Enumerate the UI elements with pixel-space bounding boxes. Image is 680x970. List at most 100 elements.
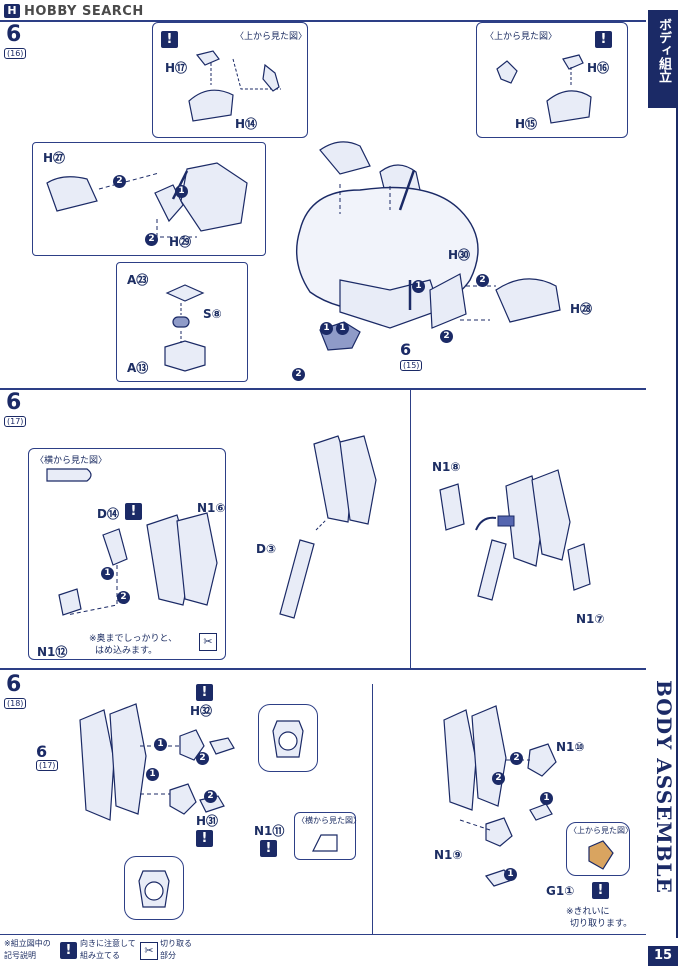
side-view-drawing <box>312 834 338 852</box>
part-label-h14: H⑭ <box>235 117 258 131</box>
fit-note-line2: はめ込みます。 <box>95 646 158 656</box>
step-marker-2: 2 <box>145 233 158 246</box>
legend-title-line1: ※組立図中の <box>4 939 51 948</box>
caution-icon: ! <box>595 31 612 48</box>
top-view-drawing <box>588 840 614 870</box>
section1-callout-right: ! 〈上から見た図〉 H⑯ H⑮ <box>476 22 628 138</box>
section1-step-number: 6 <box>6 22 22 47</box>
section-divider-1 <box>0 388 646 390</box>
section1-left-box: H㉗ H㉙ 1 2 2 <box>32 142 266 256</box>
section3-ref-step: 6 <box>36 742 48 761</box>
side-tab-rule <box>676 108 678 938</box>
part-label-d3: D③ <box>256 542 277 556</box>
step-marker-1: 1 <box>412 280 425 293</box>
step-marker-2: 2 <box>510 752 523 765</box>
section1-main-torso <box>295 141 479 351</box>
side-tab-header: ボディ組立 <box>648 10 678 108</box>
part-label-d14: D⑭ <box>97 507 119 521</box>
step-marker-2: 2 <box>196 752 209 765</box>
step-marker-2: 2 <box>204 790 217 803</box>
section1-substep: (16) <box>4 48 27 59</box>
detail-bottom-drawing <box>138 870 170 908</box>
part-label-n1-7: N1⑦ <box>576 612 605 626</box>
part-label-h28: H㉘ <box>570 302 593 316</box>
section2-vertical-divider <box>410 390 411 668</box>
caution-icon: ! <box>592 882 609 899</box>
section1-callout-left: ! 〈上から見た図〉 H⑰ H⑭ <box>152 22 308 138</box>
footer-rule <box>0 934 646 935</box>
step-marker-2: 2 <box>113 175 126 188</box>
section3-detail-callout-top <box>258 704 318 772</box>
top-rule <box>0 20 646 22</box>
part-label-n1-10: N1⑩ <box>556 740 585 754</box>
part-label-a23: A㉓ <box>127 273 149 287</box>
top-view-label: 〈上から見た図〉 <box>569 826 633 835</box>
site-name: HOBBY SEARCH <box>24 4 144 19</box>
side-tab: ボディ組立 BODY ASSEMBLE 15 <box>648 0 680 970</box>
site-logo: H <box>4 4 20 18</box>
step-marker-2: 2 <box>440 330 453 343</box>
section-divider-2 <box>0 668 646 670</box>
part-label-n1-6: N1⑥ <box>197 501 226 515</box>
step-marker-2: 2 <box>492 772 505 785</box>
caution-icon: ! <box>196 684 213 701</box>
part-label-h30: H㉚ <box>448 248 471 262</box>
step-marker-1: 1 <box>175 185 188 198</box>
body-assemble-label: BODY ASSEMBLE <box>652 680 676 894</box>
callout-right-drawing <box>496 54 592 124</box>
part-label-g1-1: G1① <box>546 884 575 898</box>
section1-base-sub: (15) <box>400 360 423 371</box>
legend-item1-line2: 組み立てる <box>80 951 120 960</box>
section1-right-parts <box>429 273 561 329</box>
caution-icon: ! <box>196 830 213 847</box>
step-marker-2: 2 <box>292 368 305 381</box>
cut-tool-icon: ✂ <box>140 942 158 960</box>
step-marker-1: 1 <box>336 322 349 335</box>
callout-view-label: 〈上から見た図〉 <box>485 32 558 42</box>
part-label-n1-8: N1⑧ <box>432 460 461 474</box>
step-marker-1: 1 <box>504 868 517 881</box>
callout-view-label: 〈上から見た図〉 <box>235 32 308 42</box>
section2-callout: 〈横から見た図〉 D⑭ ! N1⑥ N1⑫ ※奥までしっかりと、 はめ込みます。… <box>28 448 226 660</box>
section2-substep: (17) <box>4 416 27 427</box>
step-marker-1: 1 <box>146 768 159 781</box>
part-label-n1-9: N1⑨ <box>434 848 463 862</box>
part-label-h31: H㉛ <box>196 814 219 828</box>
lower-box-drawing <box>164 284 206 372</box>
section3-vertical-divider <box>372 684 373 934</box>
step-marker-1: 1 <box>320 322 333 335</box>
section2-step-number: 6 <box>6 390 22 415</box>
part-label-s8: S⑧ <box>203 307 222 321</box>
section3-substep: (18) <box>4 698 27 709</box>
part-label-h27: H㉗ <box>43 151 66 165</box>
legend: ※組立図中の 記号説明 ! 向きに注意して 組み立てる ✂ 切り取る 部分 <box>4 938 204 966</box>
part-label-h16: H⑯ <box>587 61 610 75</box>
caution-icon: ! <box>60 942 77 959</box>
caution-icon: ! <box>161 31 178 48</box>
legend-item1-line1: 向きに注意して <box>80 939 136 948</box>
section2-right-drawing <box>439 469 591 601</box>
step-marker-2: 2 <box>476 274 489 287</box>
cut-note-line1: ※きれいに <box>566 907 610 917</box>
section2-callout-drawing <box>46 468 218 616</box>
step-marker-2: 2 <box>117 591 130 604</box>
detail-top-drawing <box>272 720 304 758</box>
caution-icon: ! <box>260 840 277 857</box>
caution-icon: ! <box>125 503 142 520</box>
step-marker-1: 1 <box>154 738 167 751</box>
section1-base-step: 6 <box>400 340 412 359</box>
part-label-h29: H㉙ <box>169 235 192 249</box>
legend-title-line2: 記号説明 <box>4 951 36 960</box>
section3-left-drawing <box>79 703 235 821</box>
legend-item2-line2: 部分 <box>160 951 176 960</box>
section2-center-drawing <box>279 435 377 619</box>
section3-side-view-callout: 〈横から見た図〉 <box>294 812 361 860</box>
cut-tool-icon: ✂ <box>199 633 217 651</box>
part-label-h17: H⑰ <box>165 61 188 75</box>
part-label-n1-11: N1⑪ <box>254 824 285 838</box>
part-label-n1-12: N1⑫ <box>37 645 68 659</box>
section3-detail-callout-bottom <box>124 856 184 920</box>
step-marker-1: 1 <box>101 567 114 580</box>
side-view-label: 〈横から見た図〉 <box>297 816 361 825</box>
callout-left-drawing <box>188 50 281 122</box>
